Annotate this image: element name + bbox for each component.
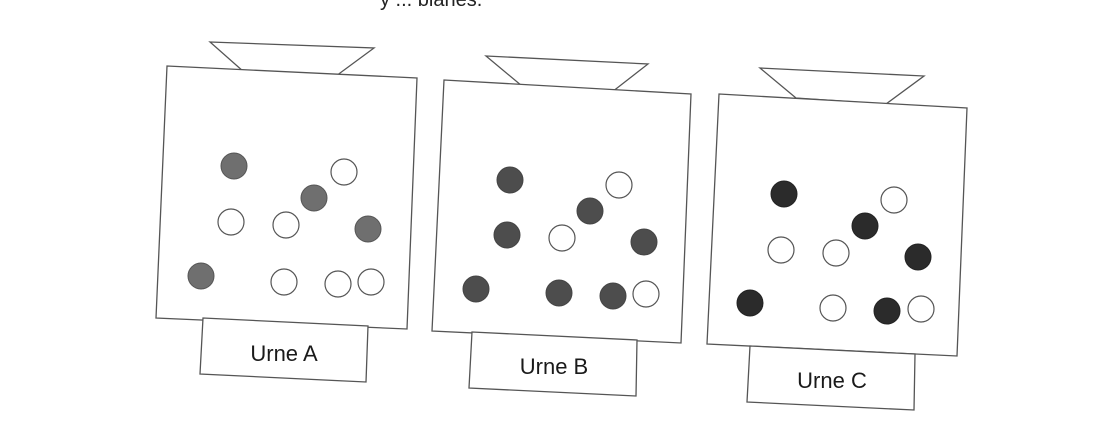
ball-white	[822, 239, 850, 267]
ball-white	[272, 211, 300, 239]
ball-colored	[736, 289, 764, 317]
ball-colored	[496, 166, 524, 194]
urn-b: Urne B	[431, 55, 692, 397]
ball-white	[819, 294, 847, 322]
ball-white	[330, 158, 358, 186]
ball-white	[548, 224, 576, 252]
urn-c-label-box	[746, 345, 916, 411]
urn-c-box	[706, 93, 968, 357]
urn-a-balls	[187, 152, 385, 298]
urn-c-balls	[736, 180, 935, 325]
ball-colored	[630, 228, 658, 256]
ball-colored	[873, 297, 901, 325]
ball-colored	[220, 152, 248, 180]
ball-colored	[904, 243, 932, 271]
header-fragment: y ... blanes.	[380, 0, 482, 11]
ball-colored	[545, 279, 573, 307]
ball-white	[217, 208, 245, 236]
ball-colored	[493, 221, 521, 249]
ball-white	[767, 236, 795, 264]
ball-colored	[462, 275, 490, 303]
ball-white	[632, 280, 660, 308]
urn-a-label-box	[199, 317, 369, 383]
ball-white	[324, 270, 352, 298]
urn-a-label: Urne A	[250, 341, 318, 366]
urn-a-box	[155, 65, 418, 330]
urn-a: Urne A	[155, 41, 418, 383]
ball-colored	[300, 184, 328, 212]
urn-b-label: Urne B	[520, 354, 588, 379]
ball-white	[357, 268, 385, 296]
ball-colored	[576, 197, 604, 225]
ball-colored	[770, 180, 798, 208]
ball-colored	[187, 262, 215, 290]
ball-white	[605, 171, 633, 199]
urn-b-balls	[462, 166, 660, 310]
urn-b-label-box	[468, 331, 638, 397]
ball-white	[880, 186, 908, 214]
urn-c: Urne C	[706, 67, 968, 411]
urn-b-box	[431, 79, 692, 344]
ball-colored	[599, 282, 627, 310]
ball-white	[270, 268, 298, 296]
ball-white	[907, 295, 935, 323]
ball-colored	[851, 212, 879, 240]
ball-colored	[354, 215, 382, 243]
urn-c-label: Urne C	[797, 368, 867, 393]
